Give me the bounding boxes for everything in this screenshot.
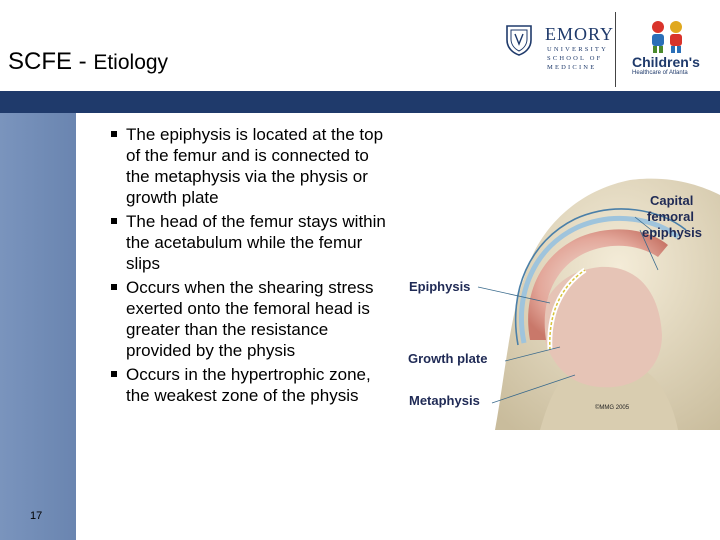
growth-plate-leader — [504, 346, 561, 362]
label-capital-2: femoral — [647, 209, 694, 224]
figure-copyright: ©MMG 2005 — [595, 404, 630, 411]
bullet-square-icon — [111, 284, 117, 290]
label-growth-plate: Growth plate — [408, 351, 487, 366]
bullet-square-icon — [111, 131, 117, 137]
page-number: 17 — [30, 510, 43, 522]
side-strip — [0, 113, 76, 540]
emory-wordmark: EMORY — [545, 24, 615, 44]
cartilage-line — [519, 215, 680, 344]
bullet-text: Occurs in the hypertrophic zone, the wea… — [126, 365, 371, 405]
bullet-text: Occurs when the shearing stress exerted … — [126, 278, 374, 360]
bullet-text: The epiphysis is located at the top of t… — [126, 125, 384, 207]
epiphysis-leader — [477, 286, 551, 304]
logo-divider — [615, 12, 616, 87]
childrens-tagline: Healthcare of Atlanta — [632, 70, 688, 76]
childrens-figures-icon — [652, 21, 682, 53]
bullet-item: Occurs in the hypertrophic zone, the wea… — [108, 364, 388, 406]
emory-line-1: UNIVERSITY — [547, 46, 608, 53]
capital-leader — [639, 229, 659, 271]
bullet-text: The head of the femur stays within the a… — [126, 212, 386, 273]
emory-shield-icon — [506, 25, 532, 56]
femoral-head-illustration: Capital femoral epiphysis Epiphysis Grow… — [408, 178, 720, 430]
label-metaphysis: Metaphysis — [409, 393, 480, 408]
label-capital-1: Capital — [650, 193, 693, 208]
metaphysis-leader — [491, 374, 576, 404]
slide-title-main: SCFE - — [8, 48, 94, 75]
childrens-logo: Children's Healthcare of Atlanta — [626, 20, 712, 80]
bullet-item: Occurs when the shearing stress exerted … — [108, 277, 388, 361]
emory-line-3: MEDICINE — [547, 64, 597, 71]
label-epiphysis: Epiphysis — [409, 279, 470, 294]
bullet-square-icon — [111, 218, 117, 224]
emory-logo: EMORY UNIVERSITY SCHOOL OF MEDICINE — [505, 20, 613, 80]
side-strip-shade — [0, 113, 76, 540]
bullet-item: The head of the femur stays within the a… — [108, 211, 388, 274]
metaphysis-region — [540, 266, 662, 388]
bullet-list: The epiphysis is located at the top of t… — [108, 124, 388, 409]
bullet-item: The epiphysis is located at the top of t… — [108, 124, 388, 208]
slide-title-sub: Etiology — [93, 51, 169, 74]
epiphysis-cap — [528, 229, 668, 340]
label-capital-3: epiphysis — [642, 225, 702, 240]
emory-line-2: SCHOOL OF — [547, 55, 603, 62]
childrens-wordmark: Children's — [632, 54, 700, 70]
bullet-square-icon — [111, 371, 117, 377]
header-bar — [0, 91, 720, 113]
slide-title: SCFE - Etiology — [8, 48, 168, 76]
